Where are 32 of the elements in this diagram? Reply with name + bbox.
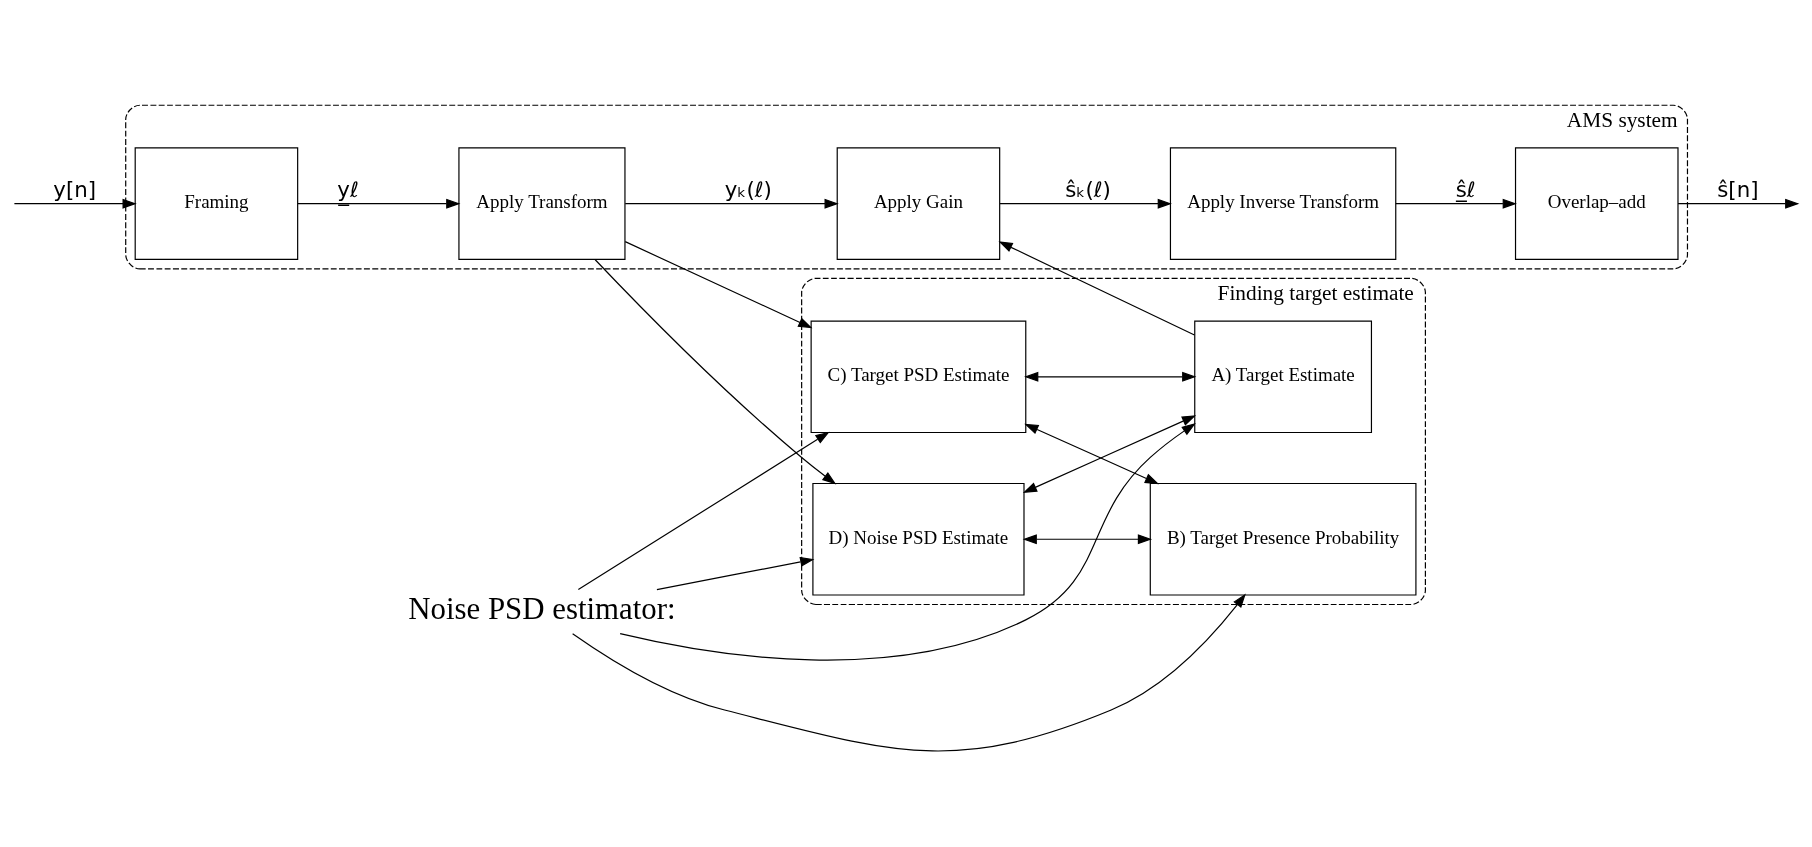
node-text: Noise PSD estimator: [408, 592, 676, 627]
arrow [13, 198, 137, 209]
node-box: B) Target Presence Probability [1149, 482, 1417, 596]
edge-label: y[n] [53, 177, 97, 203]
arrow [572, 593, 1246, 752]
node-box: A) Target Estimate [1194, 320, 1373, 434]
arrow [619, 423, 1196, 661]
arrow [1024, 423, 1160, 485]
edge-label: yₖ(ℓ) [724, 177, 772, 203]
node-box: D) Noise PSD Estimate [812, 482, 1025, 596]
arrow [1024, 371, 1197, 382]
arrow [1677, 198, 1800, 209]
arrow [624, 198, 839, 209]
arrow [577, 431, 830, 591]
arrow [998, 241, 1196, 336]
node-box: Apply Transform [458, 147, 626, 260]
arrow [999, 198, 1172, 209]
node-box: Overlap–add [1514, 147, 1679, 260]
edge-label: ŝₖ(ℓ) [1065, 177, 1111, 203]
arrow [1395, 198, 1517, 209]
node-box: Apply Gain [836, 147, 1001, 260]
edge-label: ŝ[n] [1717, 177, 1759, 203]
arrow [594, 259, 837, 485]
arrow [1022, 534, 1153, 545]
arrow [297, 198, 461, 209]
arrow [656, 556, 815, 591]
arrow [1022, 415, 1197, 493]
node-box: C) Target PSD Estimate [810, 320, 1027, 434]
edge-label: ŝ̲ℓ [1455, 177, 1476, 203]
node-box: Framing [134, 147, 299, 260]
arrow [624, 241, 813, 329]
node-box: Apply Inverse Transform [1169, 147, 1397, 260]
